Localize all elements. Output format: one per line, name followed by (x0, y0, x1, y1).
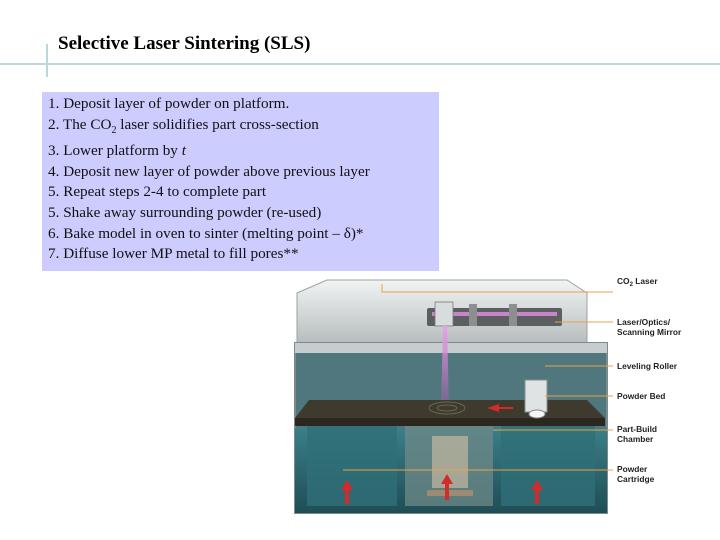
step-item: 6. Bake model in oven to sinter (melting… (48, 224, 364, 242)
step-item: 4. Deposit new layer of powder above pre… (48, 162, 370, 180)
step-item: 2. The CO2 laser solidifies part cross-s… (48, 115, 319, 136)
powder-cartridge-left (307, 426, 397, 506)
step-item: 3. Lower platform by t (48, 142, 186, 160)
up-arrow-icon (341, 474, 543, 504)
step-item: 1. Deposit layer of powder on platform. (48, 95, 290, 112)
label-powder-bed: Powder Bed (617, 391, 665, 401)
sls-machine-diagram: CO2 Laser Laser/Optics/Scanning Mirror L… (294, 276, 682, 514)
powder-cartridge-right (501, 426, 595, 506)
slide-title: Selective Laser Sintering (SLS) (58, 33, 311, 54)
decorative-rule-vertical (46, 44, 48, 77)
powder-bed (295, 400, 605, 426)
leader-lines (343, 284, 613, 471)
leveling-roller (524, 379, 548, 419)
right-arrow-icon (487, 404, 513, 412)
step-item: 5. Shake away surrounding powder (re-use… (48, 204, 322, 221)
decorative-rule-horizontal (0, 63, 720, 65)
step-item: 7. Diffuse lower MP metal to fill pores*… (48, 245, 299, 263)
label-laser-optics: Laser/Optics/Scanning Mirror (617, 317, 682, 337)
label-leveling-roller: Leveling Roller (617, 361, 678, 371)
optics-assembly (427, 301, 562, 327)
laser-beam (441, 326, 449, 408)
label-co2-laser: CO2 Laser (617, 276, 658, 288)
steps-list: 1. Deposit layer of powder on platform. … (42, 92, 439, 271)
step-item: 5. Repeat steps 2-4 to complete part (48, 183, 267, 201)
